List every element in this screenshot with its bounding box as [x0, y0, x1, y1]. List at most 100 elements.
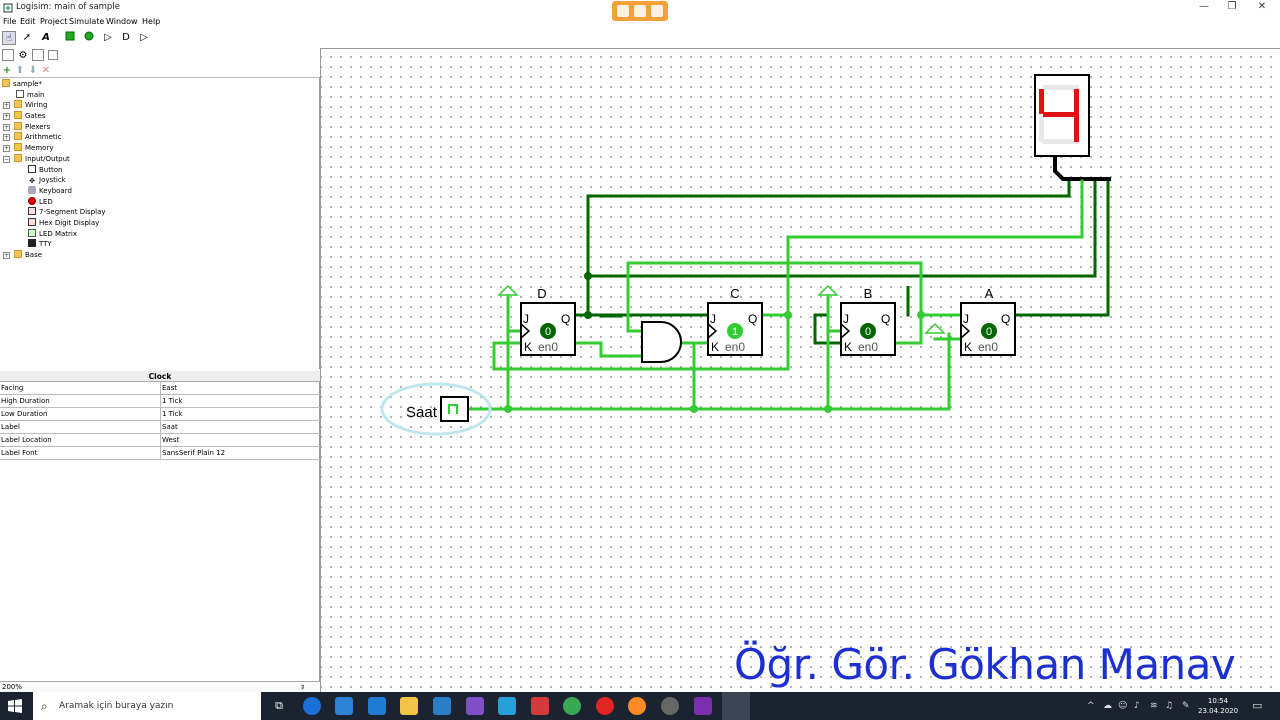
or-gate-icon[interactable]: ▷ [140, 32, 148, 43]
svg-text:Q: Q [561, 312, 570, 326]
pen-icon[interactable]: ✎ [1182, 701, 1190, 711]
dev-tool-icon[interactable] [498, 697, 516, 715]
select-tool-icon[interactable]: ➚ [22, 32, 32, 43]
wifi-icon[interactable]: ≋ [1150, 701, 1158, 711]
expand-icon[interactable]: + [3, 145, 10, 152]
pdf-reader-icon[interactable] [531, 697, 549, 715]
pause-icon[interactable] [634, 5, 646, 17]
people-icon[interactable]: ☺ [1118, 701, 1128, 711]
tree-item-keyboard[interactable]: Keyboard [28, 186, 72, 196]
zoom-level[interactable]: 200% [2, 683, 23, 691]
edge-icon[interactable] [303, 697, 321, 715]
flipflop-c[interactable]: 1 C J Q K en0 [707, 286, 763, 356]
menu-window[interactable]: Window [106, 17, 138, 26]
poke-tool-icon[interactable]: ☝ [2, 31, 16, 45]
task-view-icon[interactable]: ⧉ [275, 699, 283, 712]
windows-start-icon[interactable] [8, 699, 22, 713]
zoom-control[interactable]: 200% ⇕ [0, 681, 320, 692]
text-tool-icon[interactable]: A [42, 32, 50, 43]
output-pin-icon[interactable] [82, 31, 96, 45]
flipflop-c-label: C [730, 286, 739, 301]
notification-icon[interactable]: ▭ [1252, 699, 1263, 712]
maximize-button[interactable]: ❐ [1227, 1, 1237, 12]
file-explorer-icon[interactable] [400, 697, 418, 715]
tree-item-tty[interactable]: TTY [28, 239, 52, 249]
visual-studio-icon[interactable] [466, 697, 484, 715]
expand-icon[interactable]: + [3, 124, 10, 131]
tree-item-led-matrix[interactable]: LED Matrix [28, 229, 77, 239]
circuit-canvas[interactable]: Saat 0 D J Q K en0 1 C J Q K en0 [320, 48, 1280, 692]
taskbar-clock[interactable]: 10:54 23.04.2020 [1198, 696, 1238, 716]
vscode-icon[interactable] [433, 697, 451, 715]
hex-digit-display[interactable] [1034, 74, 1090, 157]
menu-file[interactable]: File [3, 17, 17, 26]
and-gate-icon[interactable]: D [122, 32, 130, 43]
expand-icon[interactable]: + [3, 252, 10, 259]
tree-item-led[interactable]: LED [28, 197, 53, 207]
clock-component[interactable] [440, 396, 469, 422]
obs-icon[interactable] [661, 697, 679, 715]
minimize-button[interactable]: — [1199, 1, 1209, 12]
recorder-badge[interactable] [612, 1, 668, 21]
tree-item-hex-digit-display[interactable]: Hex Digit Display [28, 218, 99, 228]
delete-circuit-icon[interactable]: ✕ [41, 65, 51, 76]
collapse-icon[interactable]: − [3, 156, 10, 163]
opera-icon[interactable] [596, 697, 614, 715]
project-root[interactable]: sample* [2, 79, 42, 89]
tree-item-base[interactable]: Base [14, 250, 42, 260]
menu-simulate[interactable]: Simulate [69, 17, 105, 26]
tree-item-main[interactable]: main [16, 90, 45, 100]
circuit-diagram: Saat 0 D J Q K en0 1 C J Q K en0 [380, 74, 1111, 436]
store-icon[interactable] [335, 697, 353, 715]
tree-item-joystick[interactable]: ✥Joystick [29, 176, 66, 185]
microphone-icon[interactable]: ♪ [1134, 701, 1140, 711]
onenote-icon[interactable] [694, 697, 712, 715]
input-pin-icon[interactable] [63, 31, 77, 45]
expand-icon[interactable]: + [3, 134, 10, 141]
record-icon[interactable] [617, 5, 629, 17]
tree-item-7-segment-display[interactable]: 7-Segment Display [28, 207, 106, 217]
edit-layout-icon[interactable] [2, 49, 14, 61]
tray-chevron-icon[interactable]: ^ [1087, 701, 1095, 711]
tree-item-wiring[interactable]: Wiring [14, 100, 47, 110]
move-down-icon[interactable]: ⬇ [28, 65, 38, 76]
hex-display-icon [28, 218, 36, 226]
flipflop-d[interactable]: 0 D J Q K en0 [520, 286, 576, 356]
toggle-tree-icon[interactable] [48, 50, 58, 60]
menu-project[interactable]: Project [40, 17, 68, 26]
expand-icon[interactable]: + [3, 113, 10, 120]
zoom-spinner-icon[interactable]: ⇕ [300, 684, 306, 691]
active-app-icon[interactable] [722, 692, 750, 720]
tree-item-gates[interactable]: Gates [14, 111, 45, 121]
tree-item-input-output[interactable]: Input/Output [14, 154, 70, 164]
edit-appearance-icon[interactable]: ⚙ [18, 50, 28, 61]
expand-icon[interactable]: + [3, 102, 10, 109]
flipflop-b[interactable]: 0 B J Q K en0 [840, 286, 896, 356]
and-gate[interactable] [641, 321, 682, 363]
chrome-icon[interactable] [563, 697, 581, 715]
toggle-table-icon[interactable] [32, 49, 44, 61]
firefox-icon[interactable] [628, 697, 646, 715]
add-circuit-icon[interactable]: + [2, 65, 12, 76]
tree-item-plexers[interactable]: Plexers [14, 122, 50, 132]
close-button[interactable]: ✕ [1257, 1, 1267, 12]
screen-icon[interactable] [651, 5, 663, 17]
taskbar-search-box[interactable]: ⌕ Aramak için buraya yazın [33, 692, 261, 720]
mail-icon[interactable] [368, 697, 386, 715]
menu-edit[interactable]: Edit [20, 17, 36, 26]
tree-item-arithmetic[interactable]: Arithmetic [14, 132, 61, 142]
move-up-icon[interactable]: ⬆ [15, 65, 25, 76]
not-gate-icon[interactable]: ▷ [104, 32, 112, 43]
tree-item-memory[interactable]: Memory [14, 143, 53, 153]
menu-help[interactable]: Help [142, 17, 161, 26]
network-icon[interactable]: ☁ [1103, 701, 1112, 711]
flipflop-a[interactable]: 0 A J Q K en0 [960, 286, 1016, 356]
volume-icon[interactable]: ♫ [1165, 701, 1174, 711]
tree-item-button[interactable]: Button [28, 165, 62, 175]
